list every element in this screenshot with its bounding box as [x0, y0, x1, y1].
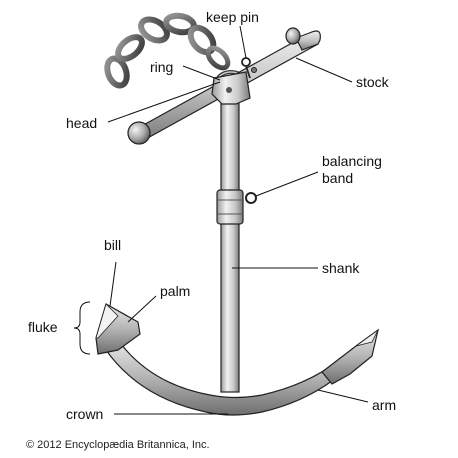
leader-palm	[127, 295, 157, 323]
leader-arm	[317, 389, 369, 403]
labels: keep pin ring stock head balancing band …	[26, 9, 396, 451]
chain-link	[205, 45, 231, 71]
label-fluke: fluke	[28, 319, 58, 335]
chain-link	[104, 55, 130, 89]
label-crown: crown	[66, 406, 103, 422]
label-palm: palm	[160, 283, 190, 299]
label-balancing-band-line1: balancing	[322, 153, 382, 169]
anchor-head	[211, 71, 251, 105]
label-ring: ring	[150, 59, 173, 75]
right-fluke	[321, 328, 379, 385]
leader-ring	[182, 65, 221, 81]
label-balancing-band-line2: band	[322, 170, 353, 186]
chain-link	[187, 24, 217, 56]
leader-stock	[295, 57, 353, 83]
leader-keep-pin	[239, 25, 247, 59]
leader-lines	[73, 25, 369, 415]
label-bill: bill	[104, 237, 121, 253]
balancing-band	[216, 189, 257, 225]
left-fluke	[95, 303, 141, 355]
anchor-shank	[220, 91, 240, 393]
label-head: head	[66, 115, 97, 131]
copyright-text: © 2012 Encyclopædia Britannica, Inc.	[26, 439, 210, 451]
label-shank: shank	[322, 260, 360, 276]
leader-balancing-band	[255, 171, 319, 197]
chain-link	[138, 16, 170, 44]
leader-head	[107, 81, 221, 123]
label-stock: stock	[356, 74, 390, 90]
chain-link	[115, 34, 145, 62]
keep-pin	[241, 57, 257, 79]
chain	[104, 12, 231, 89]
fluke-bracket	[73, 301, 91, 355]
label-keep-pin: keep pin	[206, 9, 259, 25]
leader-bill	[109, 261, 117, 307]
label-arm: arm	[372, 397, 396, 413]
